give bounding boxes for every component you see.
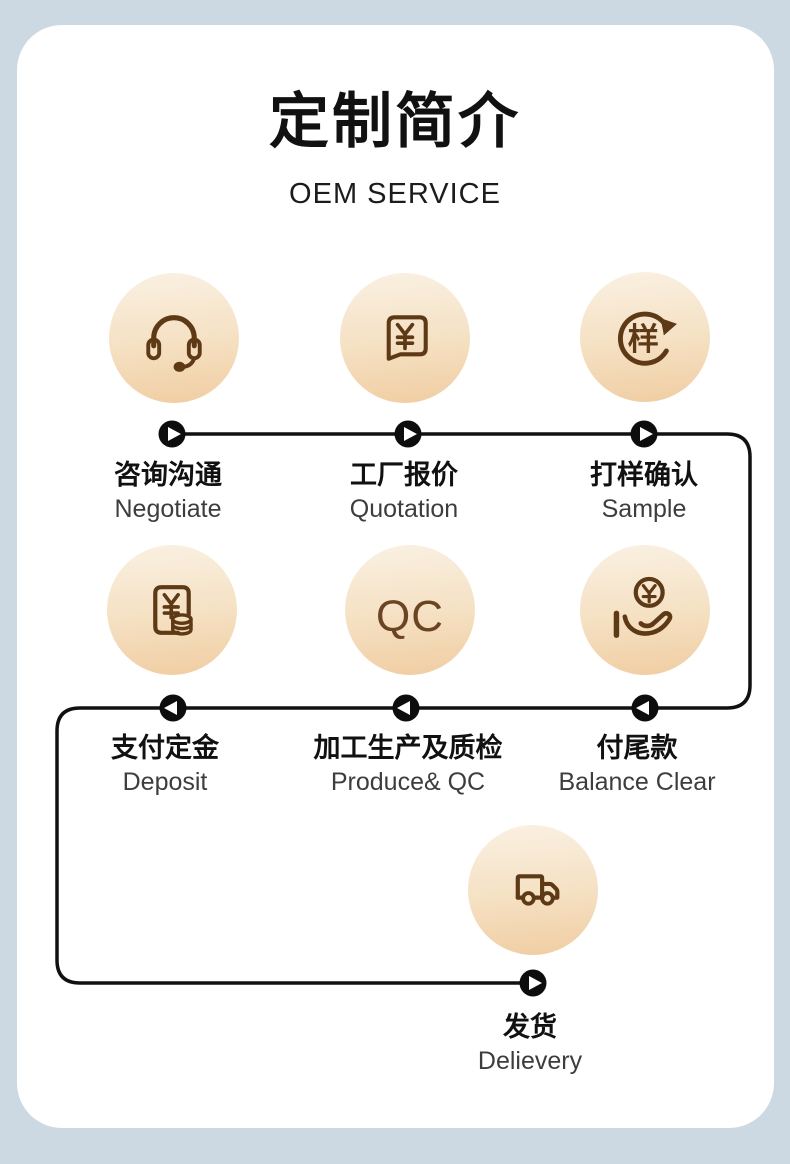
arrow-marker-right-icon [394, 420, 422, 448]
arrow-marker-left-icon [392, 694, 420, 722]
sample-icon-glyph: 样 [628, 322, 659, 357]
step-label-en: Sample [601, 495, 687, 523]
step-label-produce-qc: 加工生产及质检 Produce& QC [268, 733, 548, 797]
step-circle-sample: 样 [580, 272, 710, 402]
step-label-en: Quotation [349, 495, 459, 523]
step-label-deposit: 支付定金 Deposit [25, 733, 305, 797]
step-circle-negotiate [109, 273, 239, 403]
truck-icon [495, 852, 571, 928]
header: 定制简介 OEM SERVICE [0, 88, 790, 211]
step-label-negotiate: 咨询沟通 Negotiate [28, 460, 308, 524]
step-circle-balance [580, 545, 710, 675]
headset-icon [135, 299, 213, 377]
page-subtitle: OEM SERVICE [289, 178, 501, 210]
qc-icon-text: QC [376, 592, 444, 641]
arrow-marker-right-icon [158, 420, 186, 448]
step-label-sample: 打样确认 Sample [504, 460, 784, 524]
step-label-balance-clear: 付尾款 Balance Clear [497, 733, 777, 797]
deposit-icon [134, 572, 210, 648]
step-label-cn: 付尾款 [596, 733, 678, 763]
step-label-en: Balance Clear [558, 768, 716, 796]
page-title: 定制简介 [269, 88, 521, 155]
step-label-en: Produce& QC [330, 768, 486, 796]
step-label-cn: 咨询沟通 [114, 460, 222, 490]
step-label-en: Delievery [477, 1047, 583, 1075]
sample-icon: 样 [604, 296, 686, 378]
step-label-cn: 工厂报价 [350, 460, 458, 490]
step-label-cn: 支付定金 [111, 733, 219, 763]
step-circle-deposit [107, 545, 237, 675]
arrow-marker-left-icon [631, 694, 659, 722]
quotation-icon [368, 301, 442, 375]
arrow-marker-left-icon [159, 694, 187, 722]
step-label-delivery: 发货 Delievery [390, 1012, 670, 1076]
step-label-cn: 加工生产及质检 [313, 733, 503, 763]
step-label-cn: 发货 [503, 1012, 557, 1042]
step-label-cn: 打样确认 [590, 460, 698, 490]
arrow-marker-right-icon [519, 969, 547, 997]
arrow-marker-right-icon [630, 420, 658, 448]
step-circle-delivery [468, 825, 598, 955]
qc-icon: QC [355, 575, 465, 645]
step-label-quotation: 工厂报价 Quotation [264, 460, 544, 524]
balance-icon [603, 568, 687, 652]
step-circle-qc: QC [345, 545, 475, 675]
step-label-en: Negotiate [114, 495, 222, 523]
step-circle-quotation [340, 273, 470, 403]
step-label-en: Deposit [122, 768, 208, 796]
